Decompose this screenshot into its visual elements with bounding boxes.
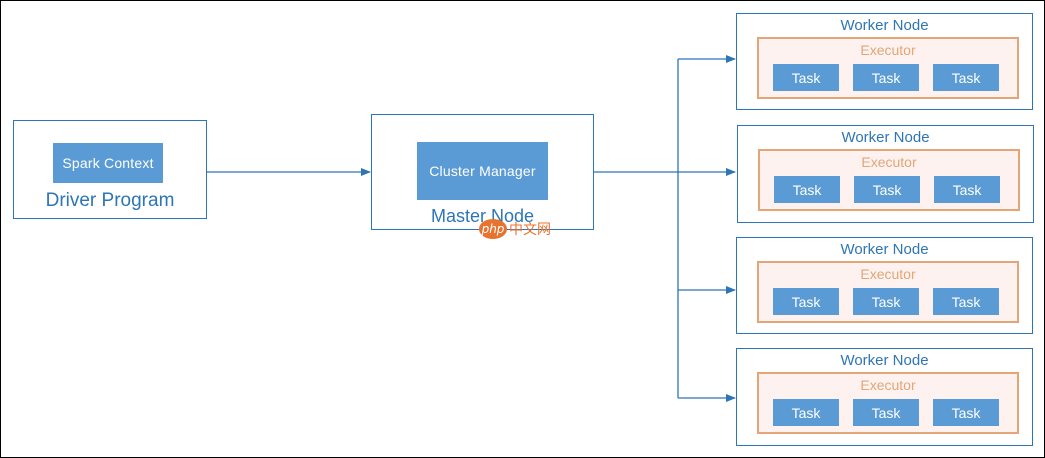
executor-box: Executor Task Task Task (757, 261, 1019, 323)
worker-node: Worker Node Executor Task Task Task (736, 237, 1033, 334)
executor-label: Executor (860, 42, 916, 58)
executor-label: Executor (861, 154, 917, 170)
task-box: Task (853, 399, 919, 426)
spark-context-label: Spark Context (62, 155, 154, 171)
task-box: Task (773, 288, 839, 315)
cluster-manager-label: Cluster Manager (429, 163, 536, 179)
spark-context-box: Spark Context (53, 143, 163, 183)
task-box: Task (774, 176, 840, 203)
task-box: Task (853, 64, 919, 91)
worker-node-title: Worker Node (840, 241, 929, 258)
executor-box: Executor Task Task Task (757, 37, 1019, 99)
task-box: Task (933, 64, 999, 91)
watermark: php 中文网 (479, 219, 551, 239)
task-box: Task (933, 288, 999, 315)
task-box: Task (933, 399, 999, 426)
worker-node: Worker Node Executor Task Task Task (736, 13, 1033, 110)
task-box: Task (773, 399, 839, 426)
driver-program-node: Spark Context Driver Program (13, 120, 207, 219)
master-node-caption: Master Node (430, 206, 535, 226)
task-box: Task (853, 288, 919, 315)
cluster-manager-box: Cluster Manager (417, 142, 548, 200)
task-box: Task (854, 176, 920, 203)
executor-box: Executor Task Task Task (758, 149, 1020, 211)
executor-label: Executor (860, 377, 916, 393)
worker-node: Worker Node Executor Task Task Task (736, 348, 1033, 446)
task-box: Task (934, 176, 1000, 203)
worker-node-title: Worker Node (840, 352, 929, 369)
worker-node: Worker Node Executor Task Task Task (737, 125, 1034, 223)
driver-program-caption: Driver Program (45, 190, 175, 211)
worker-node-title: Worker Node (841, 129, 930, 146)
task-box: Task (773, 64, 839, 91)
php-logo-icon: php (479, 219, 507, 239)
executor-box: Executor Task Task Task (757, 372, 1019, 434)
worker-node-title: Worker Node (840, 17, 929, 34)
executor-label: Executor (860, 266, 916, 282)
watermark-text: 中文网 (509, 221, 551, 237)
master-node: Cluster Manager Master Node (371, 114, 594, 230)
